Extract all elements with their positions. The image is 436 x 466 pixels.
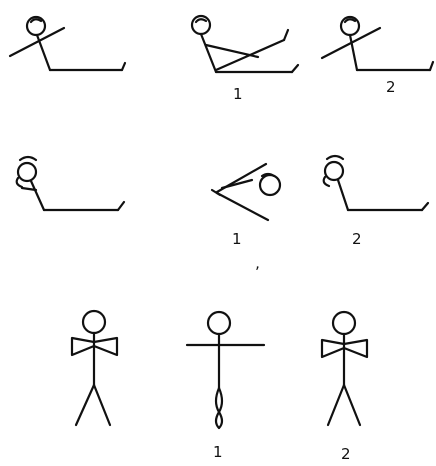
torso bbox=[31, 181, 44, 210]
row2-figure-2 bbox=[324, 156, 428, 210]
row1-figure-start bbox=[10, 17, 125, 70]
feet bbox=[118, 202, 124, 210]
hair-mark bbox=[327, 156, 343, 159]
row3-label-2: 2 bbox=[341, 445, 351, 462]
head bbox=[208, 312, 230, 334]
feet bbox=[430, 62, 433, 70]
row2-figure-start bbox=[17, 157, 124, 210]
arm-left bbox=[322, 340, 344, 357]
leg-right bbox=[94, 385, 110, 425]
head bbox=[325, 162, 343, 180]
torso bbox=[338, 180, 348, 210]
feet bbox=[122, 63, 125, 70]
row3-figure-1 bbox=[187, 312, 264, 428]
head bbox=[333, 312, 355, 334]
leg-right bbox=[344, 385, 360, 425]
arms bbox=[10, 28, 64, 56]
row1-figure-1 bbox=[192, 16, 298, 72]
row1-figure-2 bbox=[322, 17, 433, 70]
torso bbox=[201, 34, 216, 72]
leg-left bbox=[328, 385, 344, 425]
row3-figure-2 bbox=[322, 312, 367, 425]
stray-mark: ‚ bbox=[255, 254, 260, 272]
hand bbox=[284, 30, 288, 40]
row1-label-1: 1 bbox=[233, 85, 243, 103]
back bbox=[217, 193, 268, 220]
head bbox=[83, 311, 105, 333]
head bbox=[260, 175, 280, 195]
feet bbox=[292, 65, 298, 72]
face-mark bbox=[345, 19, 355, 22]
head bbox=[18, 163, 36, 181]
leg-left bbox=[76, 385, 94, 425]
row3-figure-start bbox=[72, 311, 117, 425]
row3-label-1: 1 bbox=[213, 443, 223, 461]
row2-figure-1 bbox=[212, 164, 280, 220]
row2-label-1: 1 bbox=[232, 230, 242, 248]
hair-mark bbox=[20, 157, 36, 160]
arm-right bbox=[344, 340, 367, 357]
arm-forward bbox=[216, 40, 284, 70]
face-mark bbox=[196, 19, 206, 22]
arm-right bbox=[94, 338, 117, 355]
arm-left bbox=[72, 338, 94, 355]
row2-label-2: 2 bbox=[352, 230, 362, 248]
arms bbox=[322, 28, 380, 58]
feet bbox=[422, 203, 428, 210]
row1-label-2: 2 bbox=[386, 78, 396, 96]
face-mark bbox=[31, 19, 41, 22]
